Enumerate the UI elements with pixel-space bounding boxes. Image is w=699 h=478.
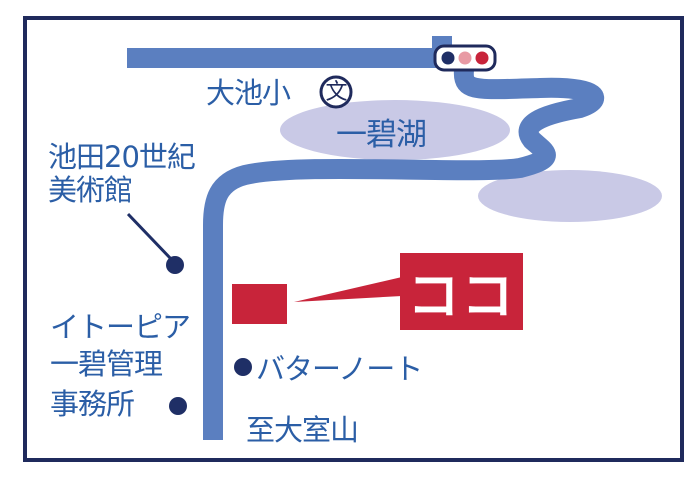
road-north: [127, 48, 445, 68]
museum-label-line2: 美術館: [48, 173, 133, 207]
school-icon: [319, 75, 353, 109]
office-label-line3: 事務所: [50, 387, 135, 421]
butter-note-label: バターノート: [256, 352, 423, 386]
map-frame: [23, 16, 684, 462]
museum-dot-icon: [166, 256, 184, 274]
office-label-line2: 一碧管理: [50, 347, 163, 381]
butter-note-dot-icon: [234, 358, 252, 376]
school-label: 大池小: [206, 76, 291, 110]
lake-label: 一碧湖: [336, 117, 427, 153]
traffic-signal-icon: [433, 44, 497, 72]
office-label-line1: イトーピア: [50, 310, 191, 344]
here-marker-icon: [232, 277, 402, 324]
museum-leader-line: [126, 212, 174, 262]
museum-label-line1: 池田20世紀: [48, 140, 196, 174]
here-label: ココ: [400, 253, 523, 330]
direction-label: 至大室山: [246, 413, 359, 447]
road-winding: [203, 69, 605, 440]
office-dot-icon: [169, 397, 187, 415]
school-symbol: 文: [325, 80, 347, 105]
lake-area-south: [478, 170, 662, 222]
lake-area: [280, 100, 510, 160]
